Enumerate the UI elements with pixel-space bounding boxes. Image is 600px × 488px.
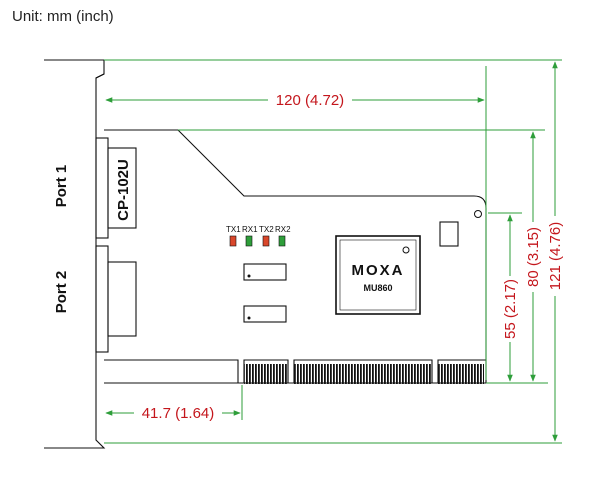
mounting-bracket bbox=[44, 59, 106, 449]
ic-upper bbox=[243, 263, 287, 281]
port2-label: Port 2 bbox=[53, 271, 70, 314]
moxa-chip: MOXA MU860 bbox=[335, 235, 421, 315]
dim-55-text: 55 (2.17) bbox=[502, 279, 519, 339]
dim-height-80: 80 (3.15) bbox=[525, 131, 542, 382]
led-label-tx1: TX1 bbox=[226, 225, 241, 234]
board-model-label: CP-102U bbox=[115, 159, 132, 221]
chip-brand: MOXA bbox=[352, 262, 405, 279]
led-tx1 bbox=[229, 235, 237, 247]
led-label-rx1: RX1 bbox=[242, 225, 258, 234]
bracket-tab bbox=[95, 73, 105, 79]
port2-connector: Port 2 bbox=[53, 245, 137, 353]
dim-121-text: 121 (4.76) bbox=[547, 222, 564, 290]
led-group: TX1 RX1 TX2 RX2 bbox=[226, 225, 291, 247]
dim-height-55: 55 (2.17) bbox=[502, 214, 519, 382]
unit-label: Unit: mm (inch) bbox=[12, 8, 114, 25]
pcb-outline bbox=[104, 129, 487, 384]
port1-connector: Port 1 CP-102U bbox=[53, 137, 137, 239]
ic-lower bbox=[243, 305, 287, 323]
led-label-rx2: RX2 bbox=[275, 225, 291, 234]
dim-offset-41-7: 41.7 (1.64) bbox=[105, 385, 243, 422]
chip-model: MU860 bbox=[363, 283, 392, 293]
dim-height-121: 121 (4.76) bbox=[547, 61, 564, 442]
dim-80-text: 80 (3.15) bbox=[525, 227, 542, 287]
pci-edge-connector bbox=[104, 359, 486, 384]
port1-label: Port 1 bbox=[53, 165, 70, 208]
dim-extension-lines bbox=[104, 59, 562, 444]
led-label-tx2: TX2 bbox=[259, 225, 274, 234]
led-rx1 bbox=[245, 235, 253, 247]
dim-width-120: 120 (4.72) bbox=[105, 66, 487, 380]
led-tx2 bbox=[262, 235, 270, 247]
led-rx2 bbox=[278, 235, 286, 247]
dim-offset-text: 41.7 (1.64) bbox=[142, 405, 215, 422]
dim-width-120-text: 120 (4.72) bbox=[276, 92, 344, 109]
crystal-component bbox=[439, 210, 482, 247]
